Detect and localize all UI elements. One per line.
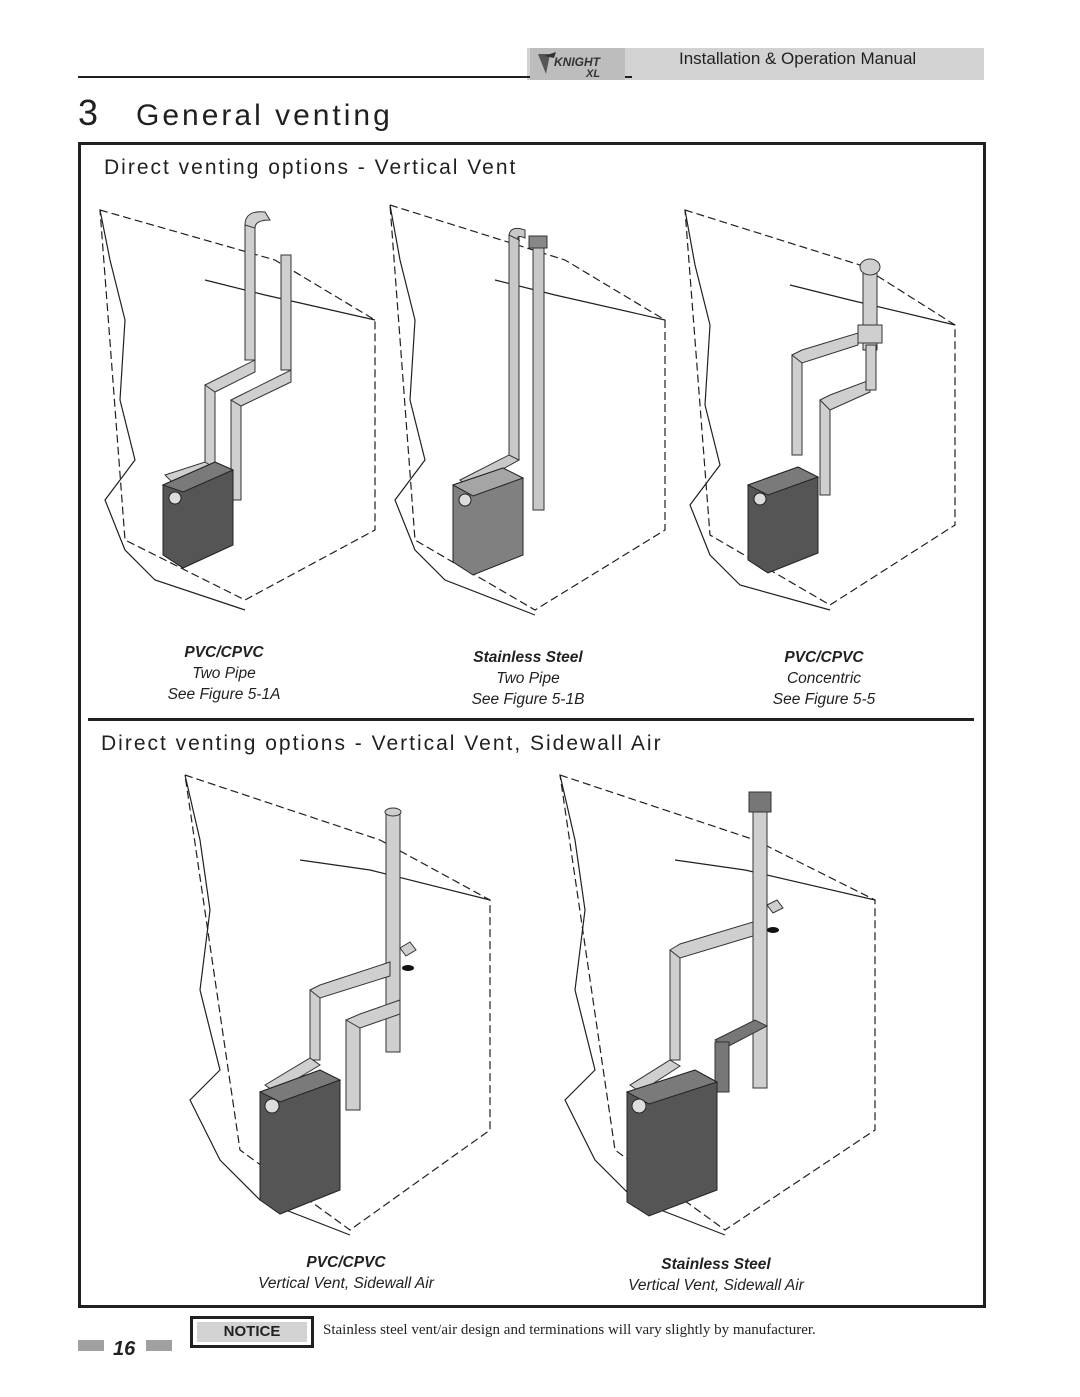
diagram-stainless-two-pipe <box>389 204 666 616</box>
diagram-pvc-sidewall-air <box>184 774 491 1236</box>
diagram-pvc-concentric <box>684 209 956 611</box>
svg-text:KNIGHT: KNIGHT <box>554 55 602 69</box>
caption-material: Stainless Steel <box>661 1256 771 1273</box>
diagram-pvc-two-pipe <box>99 209 376 611</box>
caption-1c: PVC/CPVC Concentric See Figure 5-5 <box>744 647 904 710</box>
caption-1b: Stainless Steel Two Pipe See Figure 5-1B <box>448 647 608 710</box>
caption-material: PVC/CPVC <box>306 1254 386 1271</box>
chapter-title: General venting <box>136 99 393 132</box>
knight-xl-logo: KNIGHT XL <box>530 48 625 80</box>
caption-2b: Stainless Steel Vertical Vent, Sidewall … <box>596 1254 836 1296</box>
section-title-sidewall-air: Direct venting options - Vertical Vent, … <box>101 732 663 755</box>
caption-type: Two Pipe <box>496 670 560 687</box>
figure-frame <box>78 142 986 1308</box>
caption-1a: PVC/CPVC Two Pipe See Figure 5-1A <box>144 642 304 705</box>
page-number: 16 <box>113 1338 136 1360</box>
page-number-bar-left <box>78 1340 104 1351</box>
caption-reference: See Figure 5-5 <box>772 691 876 708</box>
caption-type: Vertical Vent, Sidewall Air <box>258 1275 434 1292</box>
svg-text:XL: XL <box>585 68 600 80</box>
caption-reference: See Figure 5-1A <box>167 686 281 703</box>
section-title-vertical-vent: Direct venting options - Vertical Vent <box>104 156 518 179</box>
manual-title: Installation & Operation Manual <box>679 49 917 68</box>
diagram-stainless-sidewall-air <box>559 774 876 1236</box>
notice-label: NOTICE <box>197 1322 307 1342</box>
caption-type: Two Pipe <box>192 665 256 682</box>
header-rule <box>78 76 632 78</box>
caption-type: Concentric <box>786 670 862 687</box>
caption-material: PVC/CPVC <box>784 649 864 666</box>
caption-material: Stainless Steel <box>473 649 583 666</box>
section-divider <box>88 718 974 721</box>
caption-reference: See Figure 5-1B <box>471 691 585 708</box>
notice-text: Stainless steel vent/air design and term… <box>323 1322 816 1338</box>
caption-material: PVC/CPVC <box>184 644 264 661</box>
chapter-number: 3 <box>78 92 99 133</box>
page-number-bar-right <box>146 1340 172 1351</box>
caption-type: Vertical Vent, Sidewall Air <box>628 1277 804 1294</box>
notice-badge: NOTICE <box>190 1316 314 1348</box>
caption-2a: PVC/CPVC Vertical Vent, Sidewall Air <box>226 1252 466 1294</box>
